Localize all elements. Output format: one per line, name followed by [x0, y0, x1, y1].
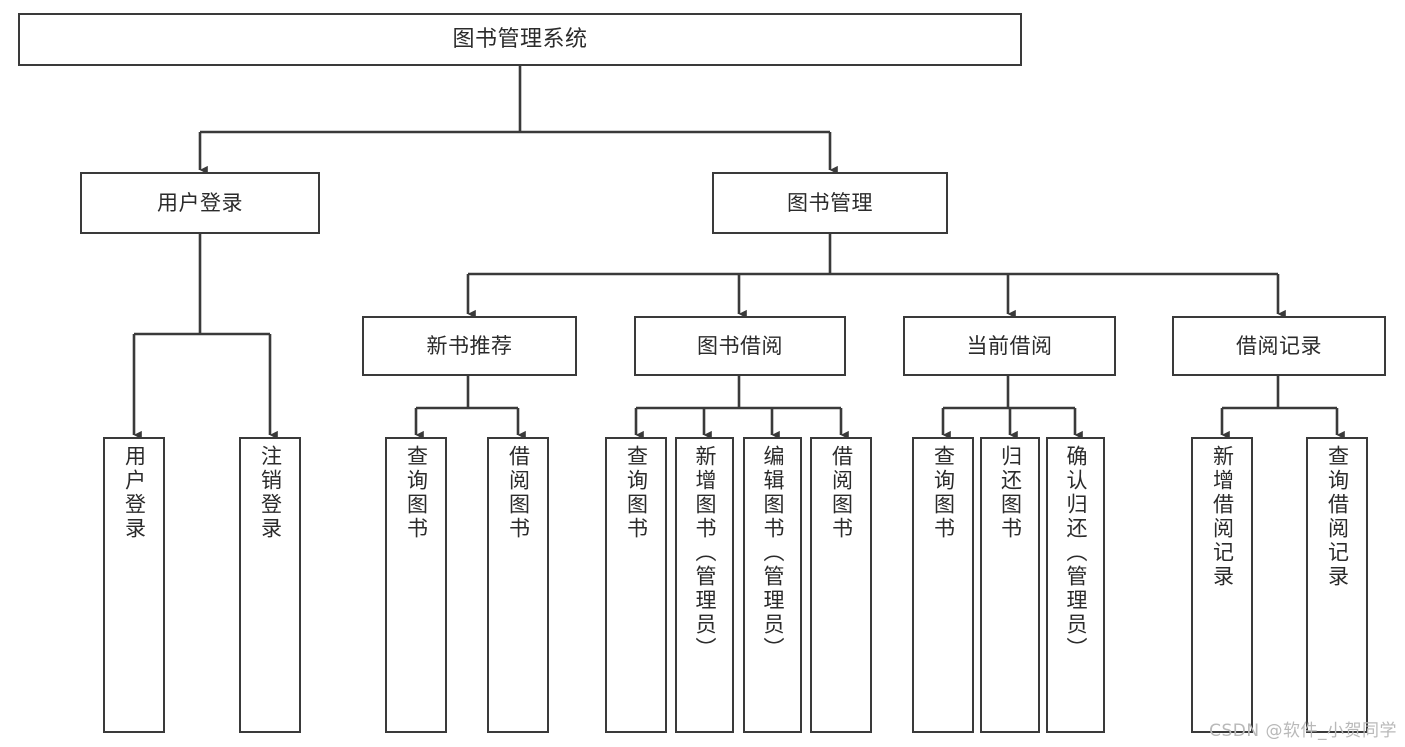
node-label: 图书管理	[787, 190, 873, 215]
leaf-current-borrow-confirm-return-admin[interactable]: 确认归还（管理员）	[1046, 437, 1105, 733]
leaf-book-borrow-edit-book-admin[interactable]: 编辑图书（管理员）	[743, 437, 802, 733]
leaf-user-login-logout[interactable]: 注销登录	[239, 437, 301, 733]
leaf-book-borrow-add-book-admin[interactable]: 新增图书（管理员）	[675, 437, 734, 733]
node-current-borrow[interactable]: 当前借阅	[903, 316, 1116, 376]
node-user-login[interactable]: 用户登录	[80, 172, 320, 234]
leaf-user-login-login[interactable]: 用户登录	[103, 437, 165, 733]
node-label: 借阅图书	[506, 445, 531, 541]
node-label: 确认归还（管理员）	[1064, 445, 1088, 661]
node-book-borrow[interactable]: 图书借阅	[634, 316, 846, 376]
leaf-current-borrow-query-book[interactable]: 查询图书	[912, 437, 974, 733]
node-label: 借阅记录	[1236, 333, 1322, 358]
node-borrow-record[interactable]: 借阅记录	[1172, 316, 1386, 376]
node-label: 用户登录	[122, 445, 147, 541]
leaf-book-borrow-query-book[interactable]: 查询图书	[605, 437, 667, 733]
node-label: 新增借阅记录	[1210, 445, 1235, 589]
node-label: 用户登录	[157, 190, 243, 215]
node-label: 图书借阅	[697, 333, 783, 358]
leaf-borrow-record-query-record[interactable]: 查询借阅记录	[1306, 437, 1368, 733]
node-new-book-recommend[interactable]: 新书推荐	[362, 316, 577, 376]
node-label: 查询图书	[931, 445, 956, 541]
node-label: 借阅图书	[829, 445, 854, 541]
node-label: 查询借阅记录	[1325, 445, 1350, 589]
node-label: 新书推荐	[426, 333, 513, 358]
leaf-new-book-borrow-book[interactable]: 借阅图书	[487, 437, 549, 733]
leaf-book-borrow-borrow-book[interactable]: 借阅图书	[810, 437, 872, 733]
leaf-current-borrow-return-book[interactable]: 归还图书	[980, 437, 1040, 733]
node-book-management[interactable]: 图书管理	[712, 172, 948, 234]
csdn-watermark: CSDN @软件_小贺同学	[1209, 721, 1397, 741]
node-label: 当前借阅	[966, 333, 1053, 358]
node-label: 图书管理系统	[452, 26, 588, 52]
node-label: 查询图书	[404, 445, 429, 541]
node-root-book-management-system[interactable]: 图书管理系统	[18, 13, 1022, 66]
node-label: 编辑图书（管理员）	[761, 445, 785, 661]
leaf-new-book-query-book[interactable]: 查询图书	[385, 437, 447, 733]
leaf-borrow-record-add-record[interactable]: 新增借阅记录	[1191, 437, 1253, 733]
node-label: 注销登录	[258, 445, 283, 541]
node-label: 归还图书	[998, 445, 1023, 541]
node-label: 查询图书	[624, 445, 649, 541]
node-label: 新增图书（管理员）	[693, 445, 717, 661]
